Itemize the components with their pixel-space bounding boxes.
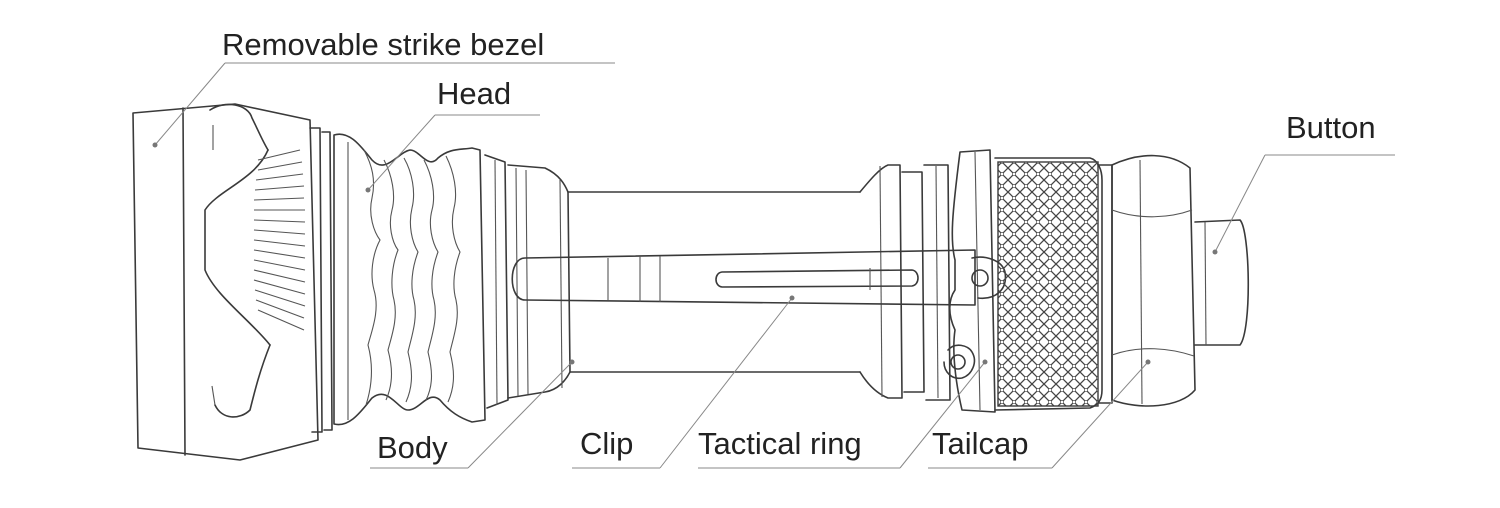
tactical-ring [943,149,1007,413]
label-clip: Clip [580,426,633,461]
label-tactical-ring: Tactical ring [698,426,862,461]
clip [511,249,976,306]
strike-bezel [132,103,333,461]
label-button: Button [1286,110,1376,145]
body [507,164,951,401]
head [333,133,509,426]
label-removable-strike-bezel: Removable strike bezel [222,27,544,62]
leader-lines [152,62,1395,469]
label-body: Body [377,430,448,465]
button-end [1111,154,1250,407]
tailcap [994,157,1113,411]
label-head: Head [437,76,511,111]
label-tailcap: Tailcap [932,426,1029,461]
